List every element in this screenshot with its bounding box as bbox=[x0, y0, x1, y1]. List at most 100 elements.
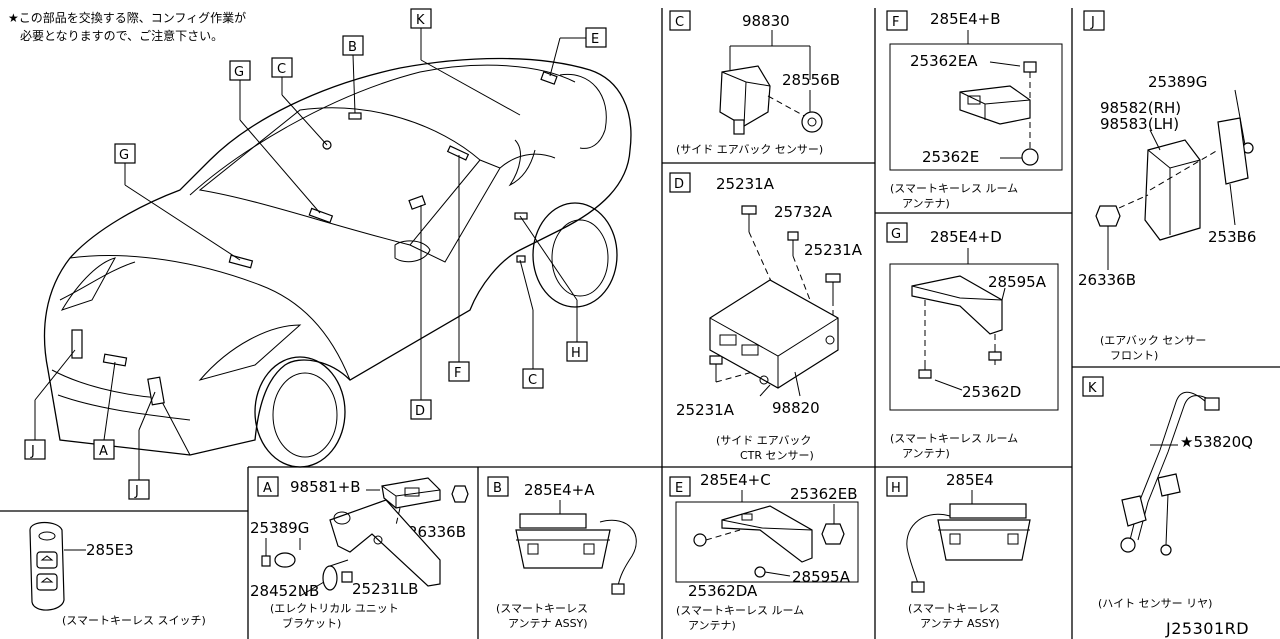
part-25362da: 25362DA bbox=[688, 582, 758, 600]
callout-b: B bbox=[342, 35, 364, 56]
label-panels-C-letter: C bbox=[675, 15, 684, 30]
part-28452nb: 28452NB bbox=[250, 582, 319, 600]
label-overview_callouts-2: B bbox=[348, 40, 357, 55]
car-overview-illustration bbox=[43, 57, 632, 468]
callout-j-left: J bbox=[24, 439, 46, 460]
part-53820q: ★53820Q bbox=[1180, 433, 1253, 451]
callout-c-lower: C bbox=[522, 368, 544, 389]
panel-h: H 285E4 (スマートキーレス アンテナ ASSY) bbox=[886, 471, 1031, 630]
label-overview_callouts-3: G bbox=[234, 65, 244, 80]
part-28556b: 28556B bbox=[782, 71, 840, 89]
part-25231a-top: 25231A bbox=[716, 175, 775, 193]
part-253b6: 253B6 bbox=[1208, 228, 1256, 246]
callout-f: F bbox=[448, 361, 470, 382]
caption-b-line2: アンテナ ASSY) bbox=[508, 617, 588, 630]
part-98582-rh: 98582(RH) bbox=[1100, 99, 1181, 117]
panel-dividers bbox=[0, 8, 1280, 639]
caption-j-line1: (エアバック センサー bbox=[1100, 334, 1206, 347]
part-25362eb: 25362EB bbox=[790, 485, 858, 503]
part-98830: 98830 bbox=[742, 12, 790, 30]
part-285e4-a: 285E4+A bbox=[524, 481, 595, 499]
config-note-line-2: 必要となりますので、ご注意下さい。 bbox=[20, 28, 223, 43]
caption-g-line1: (スマートキーレス ルーム bbox=[890, 432, 1018, 445]
panel-k: K ★53820Q (ハイト センサー リヤ) bbox=[1082, 376, 1253, 610]
caption-e-line2: アンテナ) bbox=[688, 619, 736, 632]
part-28595a-g: 28595A bbox=[988, 273, 1047, 291]
caption-g-line2: アンテナ) bbox=[902, 447, 950, 460]
label-panels-D-letter: D bbox=[674, 177, 684, 192]
caption-a-line2: ブラケット) bbox=[282, 616, 341, 630]
caption-d-line2: CTR センサー) bbox=[740, 449, 814, 462]
caption-f-line2: アンテナ) bbox=[902, 197, 950, 210]
callout-leaders bbox=[34, 28, 586, 480]
panel-a: A 98581+B 25389G 26336B 28452NB 25231LB … bbox=[250, 476, 469, 630]
label-overview_callouts-6: D bbox=[415, 404, 425, 419]
part-28595a-e: 28595A bbox=[792, 568, 851, 586]
part-285e4-d: 285E4+D bbox=[930, 228, 1002, 246]
part-25389g-j: 25389G bbox=[1148, 73, 1207, 91]
caption-h-line1: (スマートキーレス bbox=[908, 602, 1000, 615]
label-panels-B-letter: B bbox=[493, 481, 502, 496]
caption-k: (ハイト センサー リヤ) bbox=[1098, 597, 1212, 610]
label-overview_callouts-10: J bbox=[30, 444, 35, 459]
panel-smart-key-switch: 285E3 (スマートキーレス スイッチ) bbox=[29, 521, 206, 627]
panel-c: C 98830 28556B (サイド エアバック センサー) bbox=[669, 10, 840, 156]
callout-j-right: J bbox=[128, 479, 150, 500]
callout-g-lower: G bbox=[114, 143, 136, 164]
caption-h-line2: アンテナ ASSY) bbox=[920, 617, 1000, 630]
overview-callouts: K E B G C G D F H C J A J bbox=[24, 8, 607, 500]
part-98583-lh: 98583(LH) bbox=[1100, 115, 1179, 133]
label-panels-J-letter: J bbox=[1090, 15, 1095, 30]
callout-h: H bbox=[566, 341, 588, 362]
label-overview_callouts-7: F bbox=[454, 366, 461, 381]
label-overview_callouts-9: C bbox=[528, 373, 537, 388]
label-panels-A-letter: A bbox=[263, 481, 272, 496]
part-285e4: 285E4 bbox=[946, 471, 994, 489]
label-overview_callouts-11: A bbox=[99, 444, 108, 459]
label-panels-F-letter: F bbox=[892, 15, 899, 30]
caption-f-line1: (スマートキーレス ルーム bbox=[890, 182, 1018, 195]
label-overview_callouts-1: E bbox=[591, 32, 599, 47]
label-panels-K-letter: K bbox=[1088, 381, 1097, 396]
part-26336b-j: 26336B bbox=[1078, 271, 1136, 289]
callout-e: E bbox=[585, 27, 607, 48]
callout-g-upper: G bbox=[229, 60, 251, 81]
label-overview_callouts-12: J bbox=[134, 484, 139, 499]
label-overview_callouts-0: K bbox=[416, 13, 425, 28]
part-25362d: 25362D bbox=[962, 383, 1021, 401]
part-25732a: 25732A bbox=[774, 203, 833, 221]
part-285e4-c: 285E4+C bbox=[700, 471, 771, 489]
part-285e3: 285E3 bbox=[86, 541, 134, 559]
callout-d: D bbox=[410, 399, 432, 420]
part-25231lb: 25231LB bbox=[352, 580, 418, 598]
caption-d-line1: (サイド エアバック bbox=[716, 434, 811, 447]
callout-k: K bbox=[410, 8, 432, 29]
callout-a: A bbox=[93, 439, 115, 460]
part-25362ea: 25362EA bbox=[910, 52, 978, 70]
caption-e-line1: (スマートキーレス ルーム bbox=[676, 604, 804, 617]
label-panels-E-letter: E bbox=[675, 481, 683, 496]
label-overview_callouts-4: C bbox=[277, 62, 286, 77]
panel-d: D 25231A 25732A 25231A 25231A 98820 (サイド… bbox=[669, 172, 863, 462]
diagram-code: J25301RD bbox=[1165, 619, 1249, 638]
config-note-line-1: ★この部品を交換する際、コンフィグ作業が bbox=[8, 10, 246, 25]
panel-g: G 285E4+D 28595A 25362D (スマートキーレス ルーム アン… bbox=[886, 222, 1059, 460]
part-98581-b: 98581+B bbox=[290, 478, 361, 496]
part-285e4-b: 285E4+B bbox=[930, 10, 1001, 28]
label-overview_callouts-5: G bbox=[119, 148, 129, 163]
label-panels-G-letter: G bbox=[891, 227, 901, 242]
panel-b: B 285E4+A (スマートキーレス アンテナ ASSY) bbox=[487, 476, 637, 630]
caption-a-line1: (エレクトリカル ユニット bbox=[270, 602, 399, 615]
panel-e: E 285E4+C 25362EB 25362DA 28595A (スマートキー… bbox=[669, 471, 859, 632]
caption-b-line1: (スマートキーレス bbox=[496, 602, 588, 615]
label-panels-H-letter: H bbox=[891, 481, 901, 496]
panel-j: J 25389G 98582(RH) 98583(LH) 26336B 253B… bbox=[1078, 10, 1256, 362]
part-98820: 98820 bbox=[772, 399, 820, 417]
caption-smart-key-switch: (スマートキーレス スイッチ) bbox=[62, 614, 206, 627]
callout-c-upper: C bbox=[271, 57, 293, 78]
caption-j-line2: フロント) bbox=[1110, 349, 1158, 362]
label-overview_callouts-8: H bbox=[571, 346, 581, 361]
panel-f: F 285E4+B 25362EA 25362E (スマートキーレス ルーム ア… bbox=[886, 10, 1063, 210]
part-26336b-a: 26336B bbox=[408, 523, 466, 541]
